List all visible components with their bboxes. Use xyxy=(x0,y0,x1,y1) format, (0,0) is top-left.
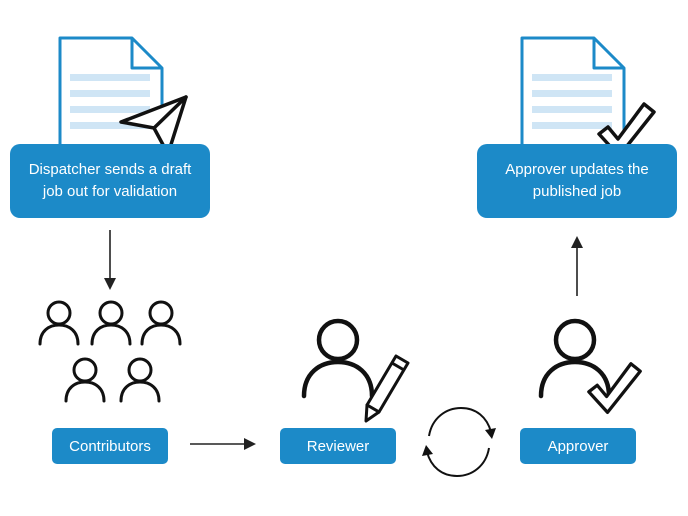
checkmark-icon xyxy=(587,362,642,415)
user-icon xyxy=(119,357,161,403)
refresh-cycle-icon xyxy=(422,406,496,478)
user-icon xyxy=(38,300,80,346)
dispatcher-label: Dispatcher sends a draft job out for val… xyxy=(28,161,192,200)
user-icon xyxy=(140,300,182,346)
reviewer-label: Reviewer xyxy=(306,437,370,455)
approver-publish-box: Approver updates the published job xyxy=(477,144,677,218)
approver-publish-label: Approver updates the published job xyxy=(505,161,649,200)
contributors-box: Contributors xyxy=(52,428,168,464)
reviewer-box: Reviewer xyxy=(280,428,396,464)
contributors-label: Contributors xyxy=(69,437,151,455)
dispatcher-box: Dispatcher sends a draft job out for val… xyxy=(10,144,210,218)
arrow-right-icon xyxy=(190,438,256,450)
approver-box: Approver xyxy=(520,428,636,464)
document-icon xyxy=(520,36,626,148)
user-icon xyxy=(90,300,132,346)
user-icon xyxy=(301,318,375,399)
pencil-icon xyxy=(364,354,410,423)
user-icon xyxy=(538,318,612,399)
arrow-up-icon xyxy=(571,236,583,296)
approver-label: Approver xyxy=(547,437,609,455)
user-icon xyxy=(64,357,106,403)
arrow-down-icon xyxy=(104,230,116,290)
send-icon xyxy=(119,95,188,156)
